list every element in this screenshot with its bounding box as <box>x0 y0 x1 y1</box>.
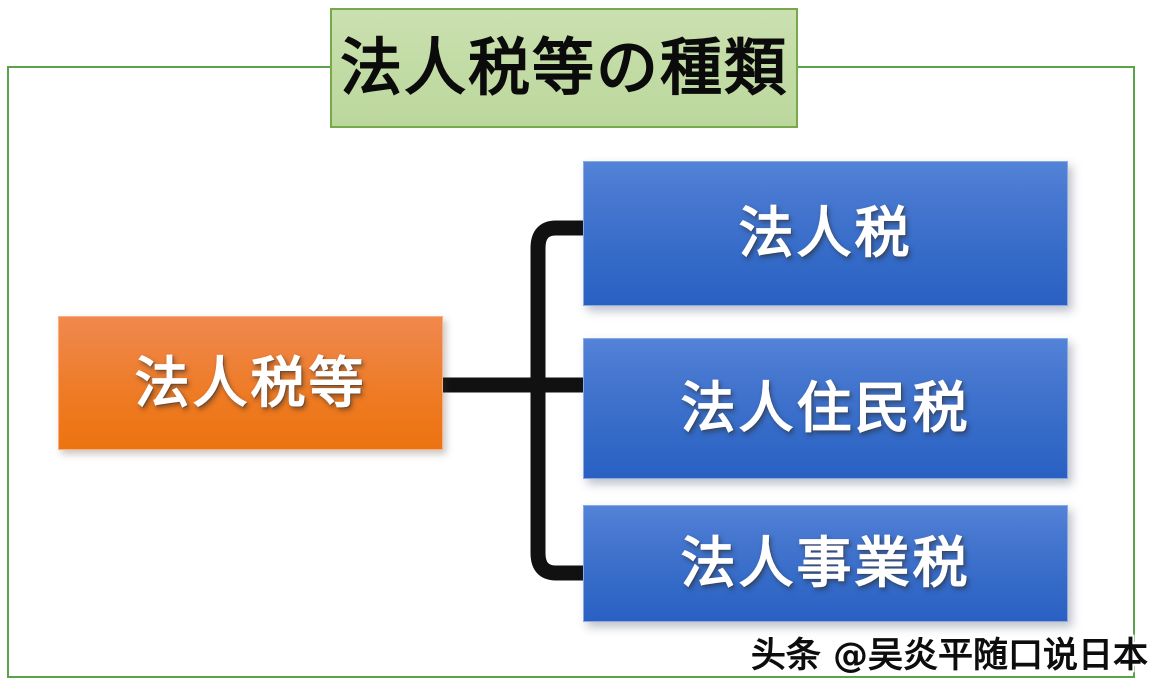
node-child-corporate-tax[interactable]: 法人税 <box>583 161 1068 306</box>
node-child-3-label: 法人事業税 <box>680 531 971 595</box>
node-child-inhabitant-tax[interactable]: 法人住民税 <box>583 338 1068 479</box>
node-child-enterprise-tax[interactable]: 法人事業税 <box>583 505 1068 622</box>
node-child-1-label: 法人税 <box>738 201 913 265</box>
node-root-label: 法人税等 <box>134 350 367 415</box>
node-root[interactable]: 法人税等 <box>58 316 443 450</box>
page-title: 法人税等の種類 <box>339 31 788 104</box>
watermark: 头条 @吴炎平随口说日本 <box>750 636 1148 676</box>
node-child-2-label: 法人住民税 <box>680 376 971 440</box>
diagram-title-box: 法人税等の種類 <box>330 8 798 128</box>
